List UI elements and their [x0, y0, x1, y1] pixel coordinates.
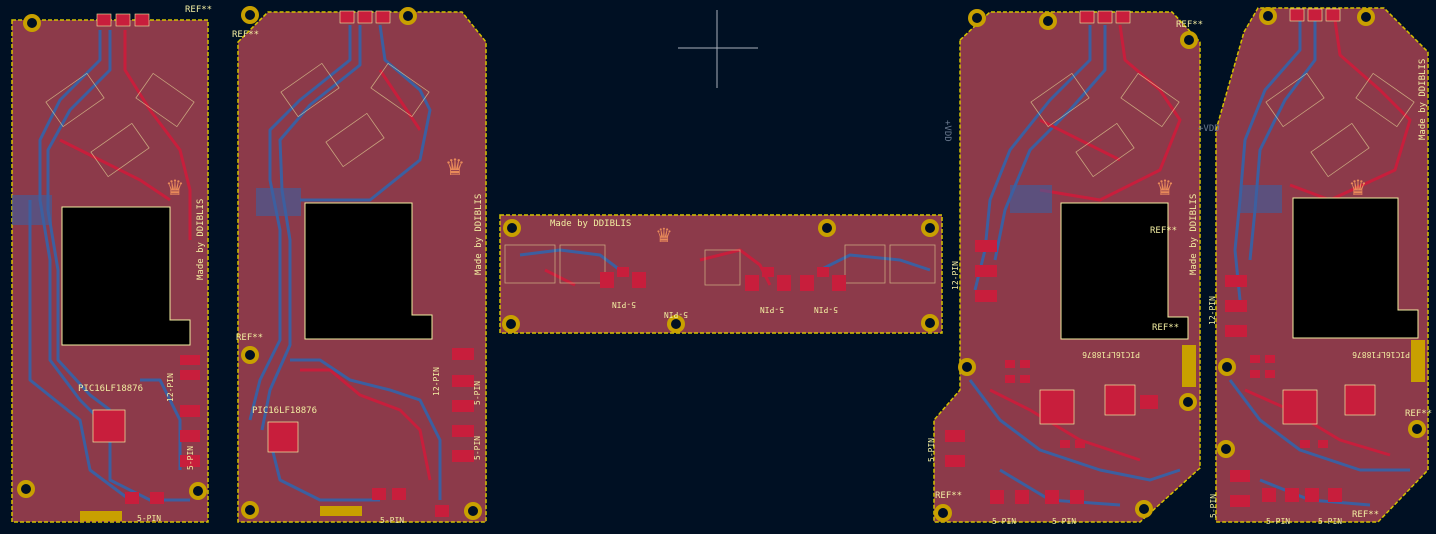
board-4-chip-label: PIC16LF18876 — [1082, 350, 1140, 359]
board-5-chip-label: PIC16LF18876 — [1352, 350, 1410, 359]
board-1-connector-label: 5-PIN — [186, 446, 195, 470]
board-1[interactable]: ♛ REF** Made by DDIBLIS PIC16LF18876 12-… — [11, 5, 212, 523]
board-2-maker-text: Made by DDIBLIS — [474, 194, 484, 275]
board-5-connector-label: 5-PIN — [1318, 517, 1342, 526]
cursor-crosshair — [678, 10, 758, 88]
board-4-connector-label: 12-PIN — [951, 261, 960, 290]
board-4[interactable]: ♛ REF** REF** REF** REF** Made by DDIBLI… — [927, 9, 1203, 526]
board-4-connector-label: 5-PIN — [992, 517, 1016, 526]
board-2-connector-label: 12-PIN — [432, 367, 441, 396]
board-4-connector-label: 5-PIN — [927, 438, 936, 462]
board-5-maker-text: Made by DDIBLIS — [1418, 59, 1428, 140]
board-5-mirrored-text: +VDD — [1198, 124, 1220, 134]
board-4-maker-text: Made by DDIBLIS — [1189, 194, 1199, 275]
board-4-logo: ♛ — [1157, 172, 1173, 202]
board-3-connector-label: 5-PIN — [664, 310, 688, 319]
board-3-logo: ♛ — [657, 220, 671, 248]
board-2-chip-label: PIC16LF18876 — [252, 406, 317, 416]
board-1-ref-label: REF** — [185, 5, 212, 15]
board-5[interactable]: ♛ REF** REF** Made by DDIBLIS PIC16LF188… — [1198, 7, 1432, 526]
board-2-ref-label: REF** — [232, 30, 259, 40]
board-3-connector-label: 5-PIN — [612, 300, 636, 309]
board-4-ref-label: REF** — [1150, 226, 1177, 236]
board-4-connector-label: 5-PIN — [1052, 517, 1076, 526]
board-4-mirrored-text: +VDD — [942, 120, 952, 142]
board-4-ref-label: REF** — [1176, 20, 1203, 30]
board-5-connector-label: 12-PIN — [1208, 296, 1217, 325]
board-5-connector-label: 5-PIN — [1209, 494, 1218, 518]
board-3-connector-label: 5-PIN — [760, 305, 784, 314]
board-2-connector-label: 5-PIN — [473, 436, 482, 460]
board-2-connector-label: 5-PIN — [473, 381, 482, 405]
board-2-logo: ♛ — [447, 149, 464, 182]
board-1-connector-label: 12-PIN — [166, 373, 175, 402]
board-1-connector-label: 5-PIN — [137, 514, 161, 523]
board-3-maker-text: Made by DDIBLIS — [550, 219, 631, 229]
board-3[interactable]: ♛ Made by DDIBLIS 5-PIN 5-PIN 5-PIN 5-PI… — [499, 214, 943, 334]
board-5-connector-label: 5-PIN — [1266, 517, 1290, 526]
board-1-logo: ♛ — [167, 172, 183, 202]
board-5-logo: ♛ — [1350, 172, 1366, 202]
board-1-maker-text: Made by DDIBLIS — [196, 199, 206, 280]
board-2-ref-label: REF** — [236, 333, 263, 343]
board-3-connector-label: 5-PIN — [814, 305, 838, 314]
board-2-connector-label: 5-PIN — [380, 516, 404, 525]
board-5-ref-label: REF** — [1352, 510, 1379, 520]
board-5-ref-label: REF** — [1405, 409, 1432, 419]
board-4-ref-label: REF** — [935, 491, 962, 501]
board-1-chip-label: PIC16LF18876 — [78, 384, 143, 394]
board-2[interactable]: ♛ REF** REF** Made by DDIBLIS PIC16LF188… — [232, 6, 487, 525]
board-4-ref-label: REF** — [1152, 323, 1179, 333]
